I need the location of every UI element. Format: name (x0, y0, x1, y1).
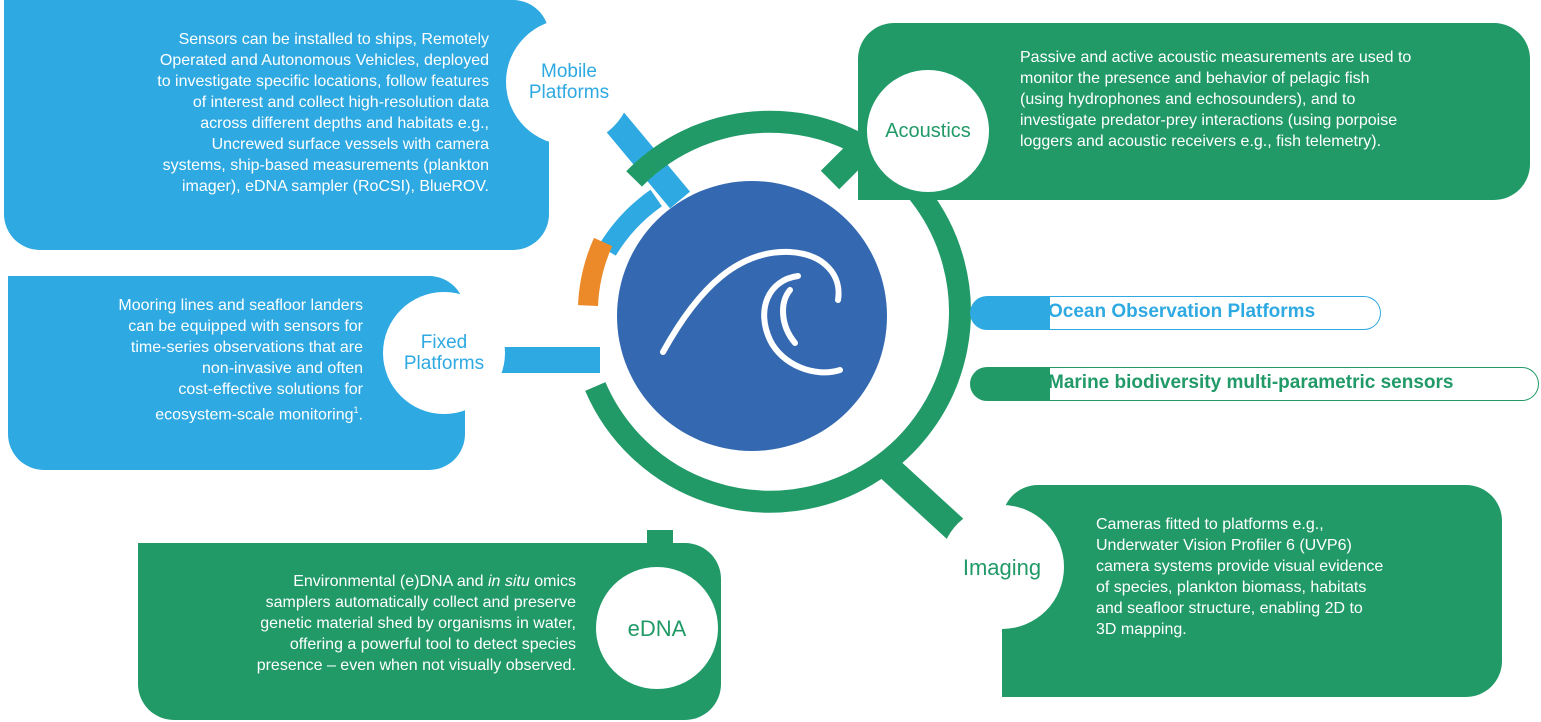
edna-line: presence – even when not visually observ… (256, 657, 576, 674)
legend-sensors: Marine biodiversity multi-parametric sen… (970, 367, 1540, 401)
acoustics-line: investigate predator-prey interactions (… (1020, 112, 1398, 129)
imaging-panel: Cameras fitted to platforms e.g., Underw… (1002, 485, 1502, 697)
acoustics-title: Acoustics (885, 119, 971, 142)
acoustics-line: (using hydrophones and echosounders), an… (1020, 91, 1356, 108)
imaging-line: 3D mapping. (1096, 621, 1187, 638)
legend-sensors-label: Marine biodiversity multi-parametric sen… (1048, 372, 1454, 393)
hub-circle (617, 181, 887, 451)
imaging-line: Cameras fitted to platforms e.g., (1096, 516, 1324, 533)
edna-line: offering a powerful tool to detect speci… (289, 636, 576, 653)
fixed-line: can be equipped with sensors for (128, 318, 363, 335)
acoustics-line: loggers and acoustic receivers e.g., fis… (1020, 133, 1382, 150)
acoustics-line: monitor the presence and behavior of pel… (1020, 70, 1370, 87)
mobile-title-line: Platforms (528, 82, 610, 103)
acoustics-line: Passive and active acoustic measurements… (1020, 49, 1412, 66)
edna-line: samplers automatically collect and prese… (265, 594, 576, 611)
edna-description: Environmental (e)DNA and in situ omics s… (257, 571, 576, 676)
legend-platforms: Ocean Observation Platforms (970, 296, 1382, 330)
edna-line-1: Environmental (e)DNA and in situ omics (257, 571, 576, 592)
imaging-badge: Imaging (940, 505, 1064, 629)
mobile-line: Sensors can be installed to ships, Remot… (178, 31, 489, 48)
legend-platforms-label: Ocean Observation Platforms (1048, 301, 1316, 322)
edna-line1-pre: Environmental (e)DNA and (293, 573, 488, 590)
fixed-line-last: ecosystem-scale monitoring1. (118, 400, 363, 425)
mobile-line: systems, ship-based measurements (plankt… (162, 157, 489, 174)
legend-platforms-outline (1020, 296, 1381, 330)
imaging-line: camera systems provide visual evidence (1096, 558, 1384, 575)
imaging-line: Underwater Vision Profiler 6 (UVP6) (1096, 537, 1352, 554)
fixed-platforms-description: Mooring lines and seafloor landers can b… (118, 295, 363, 425)
mobile-platforms-description: Sensors can be installed to ships, Remot… (157, 29, 489, 197)
edna-line: genetic material shed by organisms in wa… (260, 615, 576, 632)
fixed-last-text: ecosystem-scale monitoring (155, 406, 354, 424)
fixed-line: non-invasive and often (202, 360, 363, 377)
fixed-platforms-badge: Fixed Platforms (383, 292, 505, 414)
wave-icon (660, 248, 843, 376)
fixed-title-line: Platforms (403, 353, 485, 374)
edna-line1-italic: in situ (487, 573, 530, 590)
mobile-line: imager), eDNA sampler (RoCSI), BlueROV. (181, 178, 489, 195)
edna-badge: eDNA (596, 567, 718, 689)
mobile-line: of interest and collect high-resolution … (192, 94, 489, 111)
mobile-title-line: Mobile (541, 61, 597, 82)
mobile-line: Uncrewed surface vessels with camera (211, 136, 489, 153)
mobile-platforms-panel: Sensors can be installed to ships, Remot… (4, 0, 549, 250)
mobile-line: across different depths and habitats e.g… (200, 115, 489, 132)
ring-orange-arc (578, 237, 613, 307)
mobile-line: to investigate specific locations, follo… (157, 73, 489, 90)
mobile-line: Operated and Autonomous Vehicles, deploy… (159, 52, 489, 69)
imaging-line: and seafloor structure, enabling 2D to (1096, 600, 1363, 617)
fixed-last-end: . (358, 406, 363, 424)
mobile-platforms-badge: Mobile Platforms (506, 19, 632, 145)
fixed-line: time-series observations that are (130, 339, 363, 356)
edna-line1-post: omics (529, 573, 576, 590)
fixed-platforms-panel: Mooring lines and seafloor landers can b… (8, 276, 465, 470)
imaging-title: Imaging (962, 554, 1042, 580)
imaging-line: of species, plankton biomass, habitats (1096, 579, 1367, 596)
footnote-marker: 1 (353, 405, 359, 415)
ring-green-arc (585, 110, 971, 513)
fixed-title-line: Fixed (420, 332, 468, 353)
acoustics-description: Passive and active acoustic measurements… (1020, 47, 1411, 152)
legend-sensors-outline (1020, 367, 1539, 401)
fixed-line: cost-effective solutions for (178, 381, 363, 398)
imaging-description: Cameras fitted to platforms e.g., Underw… (1096, 514, 1383, 640)
fixed-line: Mooring lines and seafloor landers (118, 297, 363, 314)
acoustics-badge: Acoustics (867, 70, 989, 192)
edna-title: eDNA (627, 615, 687, 641)
